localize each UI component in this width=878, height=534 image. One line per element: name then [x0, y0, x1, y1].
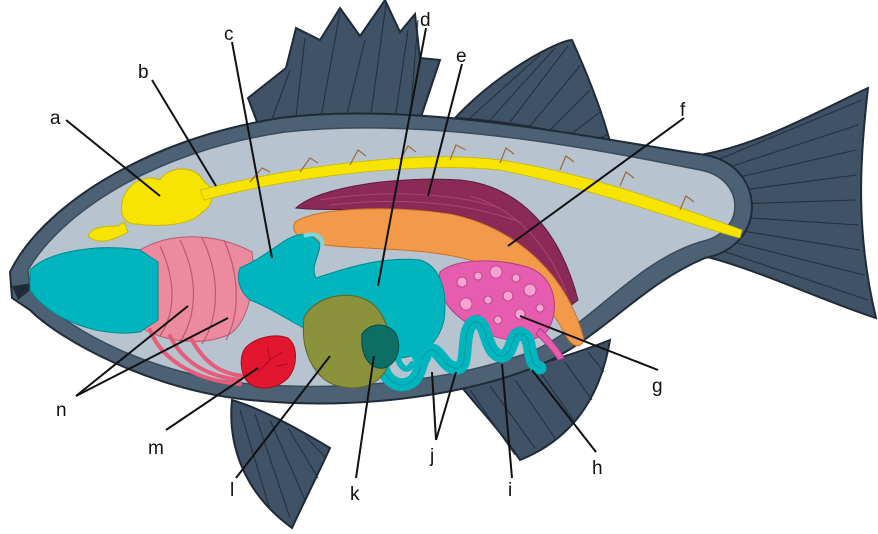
label-f: f: [680, 100, 686, 121]
label-j: j: [429, 446, 434, 467]
label-e: e: [456, 46, 467, 67]
label-b: b: [138, 62, 149, 83]
label-m: m: [148, 438, 164, 459]
label-k: k: [350, 484, 360, 505]
label-n: n: [56, 400, 67, 421]
label-l: l: [230, 480, 234, 501]
label-c: c: [224, 24, 234, 45]
label-d: d: [420, 10, 431, 31]
label-i: i: [508, 480, 512, 501]
label-h: h: [592, 458, 603, 479]
label-g: g: [652, 376, 663, 397]
label-a: a: [50, 108, 61, 129]
